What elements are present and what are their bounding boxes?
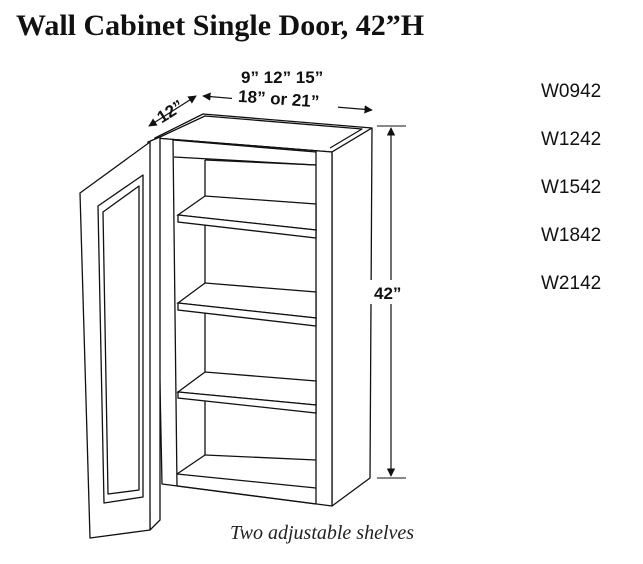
- model-item: W1242: [541, 129, 602, 150]
- width-dimension: 9” 12” 15” 18” or 21”: [202, 68, 373, 114]
- shelf-upper: [176, 195, 317, 239]
- model-list: W0942 W1242 W1542 W1842 W2142: [541, 80, 601, 320]
- page-title: Wall Cabinet Single Door, 42”H: [16, 9, 425, 42]
- height-dimension: 42”: [368, 125, 414, 479]
- caption: Two adjustable shelves: [230, 522, 415, 544]
- model-item: W1842: [541, 225, 602, 246]
- model-item: W0942: [541, 81, 602, 102]
- model-item: W1542: [541, 177, 602, 198]
- shelf-lower: [176, 371, 317, 414]
- height-label: 42”: [374, 284, 401, 303]
- depth-label: 12”: [154, 96, 187, 127]
- model-item: W2142: [541, 273, 602, 294]
- cabinet-door: [79, 136, 161, 539]
- width-label-line1: 9” 12” 15”: [241, 68, 323, 87]
- shelf-middle: [176, 282, 317, 327]
